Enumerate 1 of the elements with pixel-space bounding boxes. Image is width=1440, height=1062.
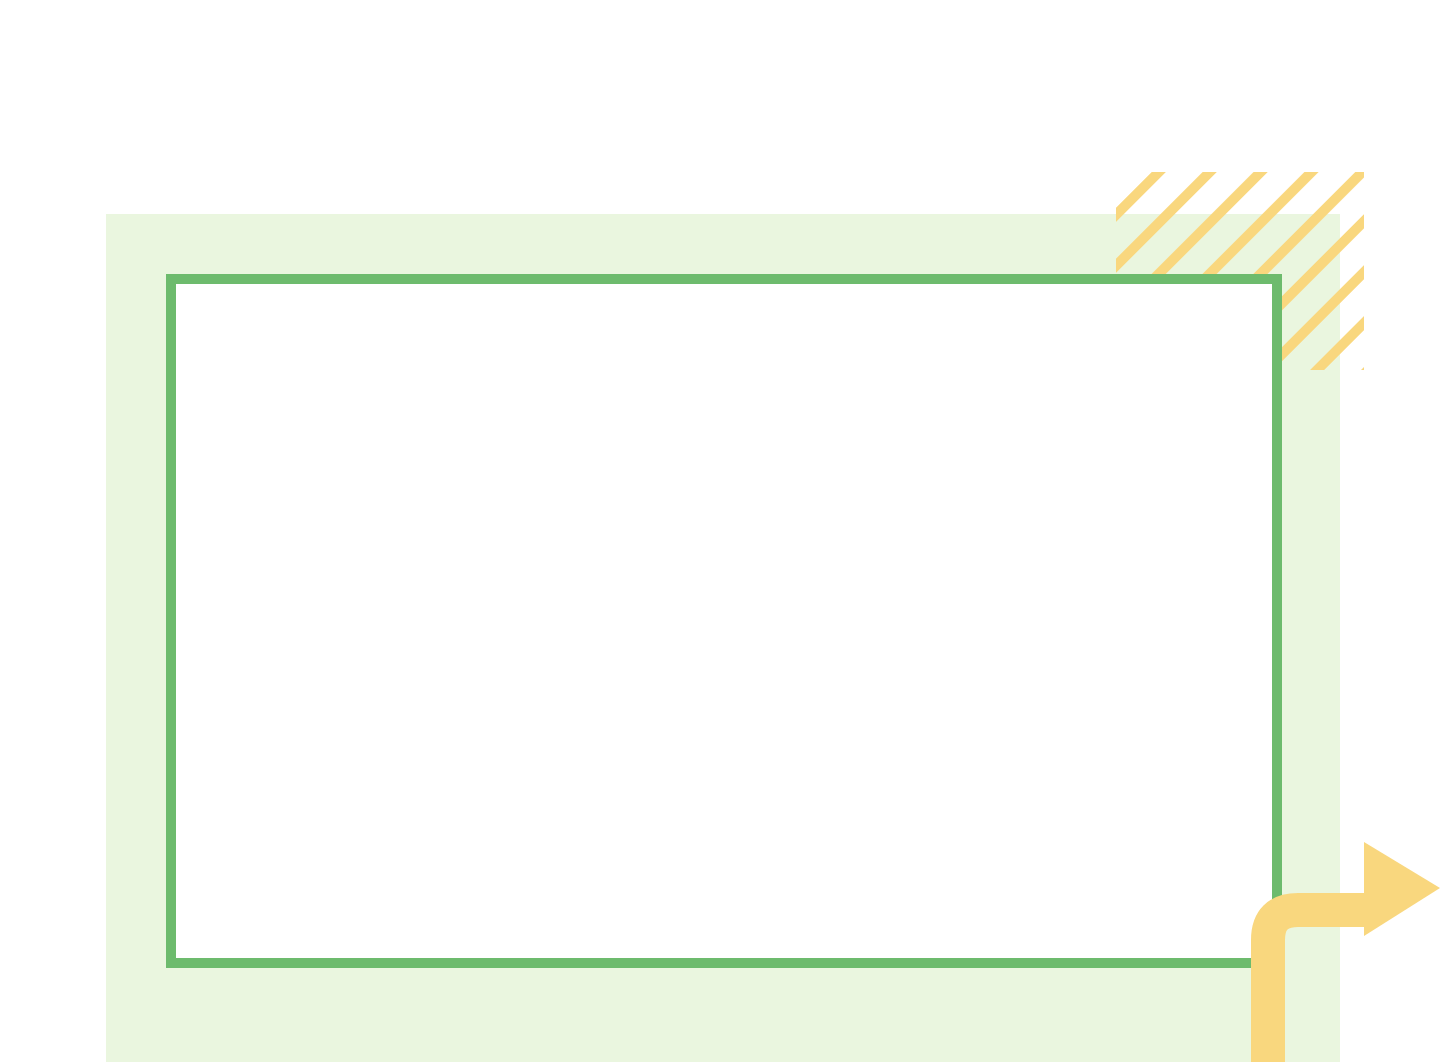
frame-box bbox=[166, 274, 1282, 968]
